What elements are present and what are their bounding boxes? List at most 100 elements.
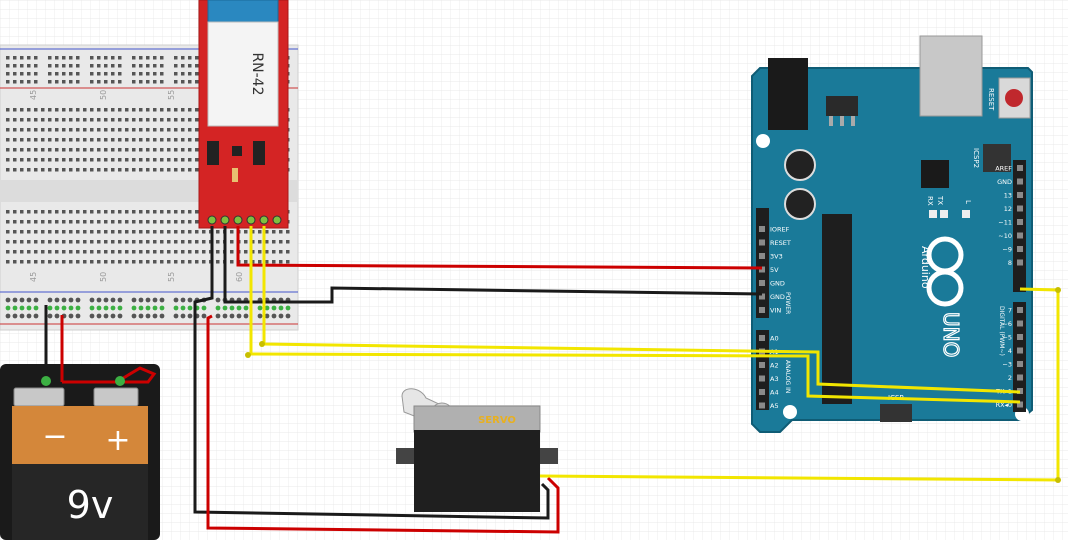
breadboard-hole [48, 128, 52, 132]
breadboard-hole [188, 56, 192, 60]
breadboard-hole [41, 240, 45, 244]
breadboard-hole [118, 80, 122, 84]
breadboard-hole [153, 210, 157, 214]
analog-pin[interactable] [759, 389, 765, 395]
analog-pin[interactable] [759, 362, 765, 368]
analog-pin[interactable] [759, 402, 765, 409]
digital-pin[interactable] [1017, 347, 1023, 354]
breadboard-hole [111, 168, 115, 172]
breadboard-hole [27, 128, 31, 132]
breadboard-hole [55, 220, 59, 224]
bb-number-50-bottom: 50 [99, 272, 108, 282]
digital-pin[interactable] [1017, 334, 1023, 340]
breadboard-hole [167, 158, 171, 162]
digital-pin-label: ~10 [998, 232, 1012, 240]
analog-pin[interactable] [759, 375, 765, 382]
breadboard-hole [76, 138, 80, 142]
breadboard-hole [48, 230, 52, 234]
breadboard-hole [104, 56, 108, 60]
breadboard-hole [83, 210, 87, 214]
digital-pin[interactable] [1017, 374, 1023, 381]
digital-pin[interactable] [1017, 192, 1023, 198]
breadboard-hole [27, 220, 31, 224]
digital-pin[interactable] [1017, 232, 1023, 239]
servo-motor[interactable]: SERVO [396, 388, 558, 512]
breadboard-hole [20, 138, 24, 142]
breadboard-hole [215, 313, 221, 319]
breadboard-hole [48, 220, 52, 224]
breadboard-hole [83, 168, 87, 172]
power-pin[interactable] [759, 266, 765, 273]
breadboard-hole [83, 148, 87, 152]
breadboard-hole [104, 64, 108, 68]
breadboard-hole [48, 108, 52, 112]
breadboard-hole [6, 230, 10, 234]
breadboard-hole [160, 148, 164, 152]
breadboard-hole [55, 56, 59, 60]
power-pin-label: 3V3 [770, 253, 783, 261]
breadboard-hole [62, 250, 66, 254]
breadboard-hole [13, 240, 17, 244]
breadboard-hole [139, 56, 143, 60]
power-pin[interactable] [759, 293, 765, 300]
breadboard-hole [146, 260, 150, 264]
digital-pin-label: GND [997, 178, 1012, 186]
digital-pin[interactable] [1017, 307, 1023, 313]
breadboard-hole [188, 128, 192, 132]
breadboard-hole [13, 148, 17, 152]
breadboard-hole [181, 148, 185, 152]
breadboard-hole [26, 297, 32, 303]
breadboard-hole [146, 64, 150, 68]
power-pin[interactable] [759, 253, 765, 259]
breadboard-hole [62, 210, 66, 214]
breadboard-hole [167, 250, 171, 254]
arduino-uno[interactable]: RESET ICSP2 TX RX L Arduino UNO ICSP POW… [751, 35, 1033, 433]
digital-pin[interactable] [1017, 320, 1023, 327]
digital-pin-label: ~9 [1002, 246, 1012, 254]
breadboard-hole [132, 240, 136, 244]
digital-pin[interactable] [1017, 165, 1023, 171]
icsp2-header [983, 144, 1011, 172]
arduino-logo [926, 236, 964, 307]
breadboard-hole [230, 260, 234, 264]
breadboard-hole [167, 168, 171, 172]
breadboard-hole [76, 56, 80, 60]
breadboard-hole [55, 250, 59, 254]
battery-9v[interactable]: − + 9v [0, 364, 160, 540]
breadboard-hole [118, 210, 122, 214]
breadboard-hole [139, 230, 143, 234]
power-pin[interactable] [759, 280, 765, 286]
reset-button[interactable] [1005, 89, 1023, 107]
breadboard-hole [97, 168, 101, 172]
breadboard-hole [76, 168, 80, 172]
breadboard-hole [286, 240, 290, 244]
breadboard-hole [34, 260, 38, 264]
analog-pin[interactable] [759, 335, 765, 341]
breadboard-hole [55, 148, 59, 152]
reset-label: RESET [987, 88, 995, 111]
breadboard-hole [41, 168, 45, 172]
digital-pin[interactable] [1017, 259, 1023, 266]
breadboard-hole [6, 260, 10, 264]
breadboard-hole [76, 210, 80, 214]
breadboard-hole [160, 72, 164, 76]
digital-pin[interactable] [1017, 361, 1023, 367]
power-pin[interactable] [759, 307, 765, 313]
power-pin[interactable] [759, 226, 765, 232]
digital-pin[interactable] [1017, 246, 1023, 252]
digital-pin[interactable] [1017, 205, 1023, 212]
breadboard-hole [5, 297, 11, 303]
digital-pin[interactable] [1017, 178, 1023, 185]
breadboard-hole [104, 72, 108, 76]
power-pin[interactable] [759, 239, 765, 246]
bluetooth-module[interactable]: RN-42 [198, 0, 289, 229]
breadboard-hole [188, 240, 192, 244]
breadboard-hole [97, 72, 101, 76]
breadboard-hole [278, 313, 284, 319]
breadboard-hole [26, 305, 32, 311]
breadboard-hole [62, 230, 66, 234]
digital-pin[interactable] [1017, 401, 1023, 408]
breadboard-hole [104, 158, 108, 162]
breadboard-hole [6, 118, 10, 122]
digital-pin[interactable] [1017, 219, 1023, 225]
